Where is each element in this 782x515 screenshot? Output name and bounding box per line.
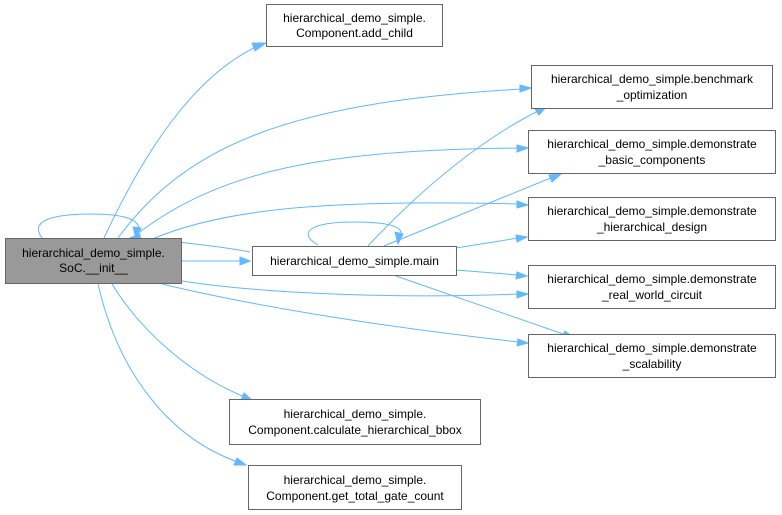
edge-soc-init-to-demo-hier-arrow: [516, 200, 530, 209]
node-main-label: hierarchical_demo_simple.main: [270, 254, 439, 268]
edge-soc-init-to-demo-basic: [131, 147, 520, 239]
edge-main-to-benchmark: [367, 109, 541, 247]
edge-soc-init-to-benchmark: [117, 88, 523, 239]
node-soc-init[interactable]: hierarchical_demo_simple. SoC.__init__: [5, 238, 182, 284]
node-demonstrate-basic-components-line-1: hierarchical_demo_simple.demonstrate: [547, 137, 757, 151]
edge-soc-init-to-add-child: [103, 45, 259, 239]
edge-soc-init-to-demo-scal-arrow: [516, 338, 530, 347]
edge-main-to-demo-basic-arrow: [548, 173, 563, 183]
node-demonstrate-basic-components[interactable]: hierarchical_demo_simple.demonstrate _ba…: [528, 130, 776, 174]
edge-main-to-demo-hier: [455, 237, 519, 249]
node-demonstrate-real-world-circuit[interactable]: hierarchical_demo_simple.demonstrate _re…: [528, 265, 776, 309]
node-demonstrate-scalability-line-1: hierarchical_demo_simple.demonstrate: [547, 341, 757, 355]
node-demonstrate-hierarchical-design-line-1: hierarchical_demo_simple.demonstrate: [547, 204, 757, 218]
node-add-child[interactable]: hierarchical_demo_simple. Component.add_…: [266, 4, 443, 47]
node-benchmark-optimization-box: [531, 65, 773, 109]
edge-soc-init-to-demo-hier: [149, 202, 520, 241]
edge-main-self-arrow: [394, 231, 404, 246]
node-demonstrate-hierarchical-design-line-2: _hierarchical_design: [596, 220, 707, 234]
node-add-child-box: [266, 4, 443, 47]
edge-soc-init-to-benchmark-arrow: [519, 84, 533, 93]
node-demonstrate-scalability[interactable]: hierarchical_demo_simple.demonstrate _sc…: [528, 334, 776, 378]
node-calculate-hierarchical-bbox-line-1: hierarchical_demo_simple.: [284, 407, 427, 421]
edge-main-to-demo-scal: [395, 275, 567, 336]
node-demonstrate-real-world-circuit-line-1: hierarchical_demo_simple.demonstrate: [547, 272, 757, 286]
node-benchmark-optimization-line-1: hierarchical_demo_simple.benchmark: [551, 72, 754, 86]
node-add-child-line-2: Component.add_child: [296, 26, 413, 40]
edge-main-to-demo-real: [455, 269, 519, 276]
edge-main-self: [307, 221, 402, 246]
edge-soc-init-to-calc-bbox: [111, 283, 246, 398]
node-demonstrate-scalability-line-2: _scalability: [622, 357, 682, 371]
edge-soc-init-to-demo-basic-arrow: [516, 144, 530, 153]
node-soc-init-line-1: hierarchical_demo_simple.: [22, 246, 165, 260]
node-main[interactable]: hierarchical_demo_simple.main: [252, 246, 457, 276]
node-soc-init-line-2: SoC.__init__: [59, 261, 128, 275]
edge-soc-init-to-gate-count: [97, 283, 239, 463]
node-get-total-gate-count-box: [248, 465, 462, 510]
node-demonstrate-real-world-circuit-line-2: _real_world_circuit: [601, 288, 703, 302]
edge-soc-init-self: [37, 213, 140, 239]
edge-soc-init-to-gate-count-arrow: [233, 457, 248, 466]
node-calculate-hierarchical-bbox-box: [229, 399, 481, 445]
node-get-total-gate-count-line-1: hierarchical_demo_simple.: [284, 473, 427, 487]
node-main-box: [252, 246, 457, 276]
node-benchmark-optimization[interactable]: hierarchical_demo_simple.benchmark _opti…: [531, 65, 773, 109]
nodes-layer: hierarchical_demo_simple. SoC.__init__ h…: [5, 4, 776, 510]
node-demonstrate-real-world-circuit-box: [528, 265, 776, 309]
edge-soc-init-to-demo-real-arrow: [516, 290, 530, 299]
node-get-total-gate-count[interactable]: hierarchical_demo_simple. Component.get_…: [248, 465, 462, 510]
node-demonstrate-hierarchical-design[interactable]: hierarchical_demo_simple.demonstrate _hi…: [528, 197, 776, 241]
node-calculate-hierarchical-bbox[interactable]: hierarchical_demo_simple. Component.calc…: [229, 399, 481, 445]
edge-soc-init-to-add-child-arrow: [251, 42, 268, 52]
node-soc-init-box: [5, 238, 182, 284]
node-add-child-line-1: hierarchical_demo_simple.: [283, 11, 426, 25]
edge-main-to-demo-basic: [383, 176, 554, 247]
edge-main-to-demo-hier-arrow: [515, 234, 529, 243]
node-demonstrate-scalability-box: [528, 334, 776, 378]
node-benchmark-optimization-line-2: _optimization: [616, 88, 688, 102]
edge-soc-init-to-demo-real: [181, 280, 520, 297]
node-demonstrate-basic-components-line-2: _basic_components: [598, 153, 706, 167]
node-calculate-hierarchical-bbox-line-2: Component.calculate_hierarchical_bbox: [248, 423, 461, 437]
edge-soc-init-to-demo-scal: [161, 283, 520, 343]
node-get-total-gate-count-line-2: Component.get_total_gate_count: [266, 489, 444, 503]
node-demonstrate-basic-components-box: [528, 130, 776, 174]
edge-soc-init-to-main-arrow: [239, 256, 252, 266]
node-demonstrate-hierarchical-design-box: [528, 197, 776, 241]
edge-main-to-demo-real-arrow: [515, 271, 529, 280]
